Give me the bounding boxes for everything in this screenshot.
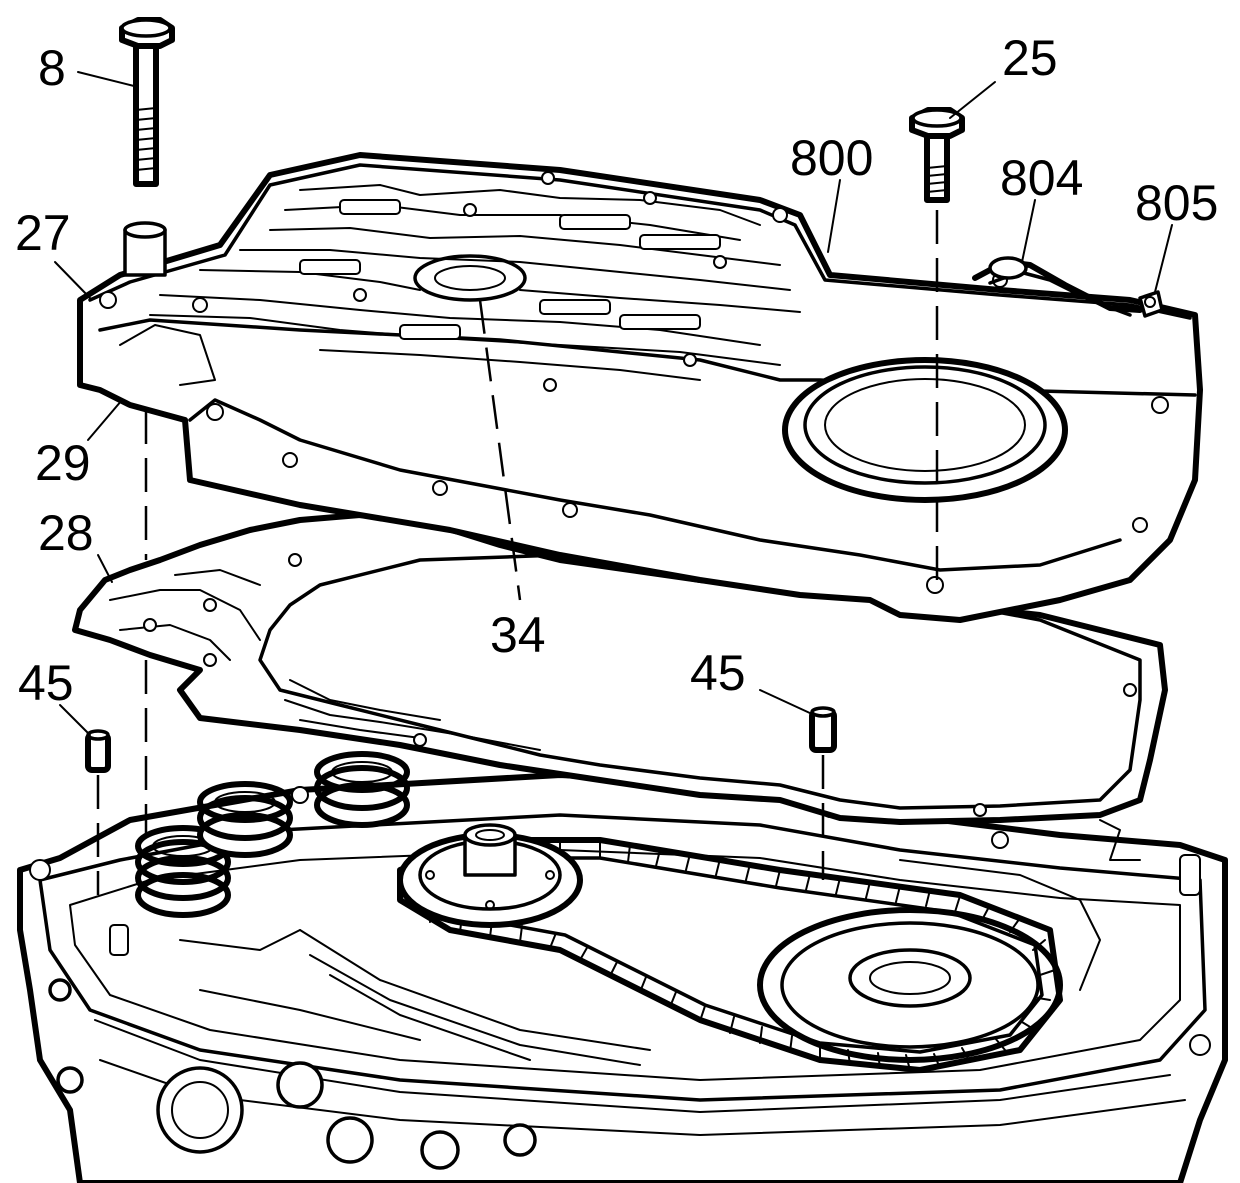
callout-8: 8 (38, 40, 66, 96)
callout-28: 28 (38, 505, 94, 561)
leader-lines (54, 71, 1173, 736)
channel-plate-gasket (72, 512, 1168, 825)
coil-spring-middle (197, 781, 293, 858)
bolt-25 (909, 107, 965, 203)
callout-labels: 8 25 800 804 805 27 29 28 34 45 45 (15, 30, 1218, 711)
callout-804: 804 (1000, 150, 1083, 206)
terminal-805 (1138, 290, 1164, 318)
callout-45-left: 45 (18, 655, 74, 711)
callout-27: 27 (15, 205, 71, 261)
callout-34: 34 (490, 607, 546, 663)
drive-sprocket (757, 907, 1063, 1063)
callout-25: 25 (1002, 30, 1058, 86)
callout-29: 29 (35, 435, 91, 491)
callout-45-right: 45 (690, 645, 746, 701)
wire-harness (972, 256, 1143, 317)
alignment-lines (96, 210, 939, 895)
bolt-8 (119, 17, 175, 187)
coil-spring-front (135, 825, 231, 918)
dowel-pin-right (809, 706, 837, 753)
coil-spring-rear (314, 751, 410, 828)
callout-805: 805 (1135, 175, 1218, 231)
dowel-pin-left (85, 729, 111, 773)
callout-800: 800 (790, 130, 873, 186)
driven-sprocket (397, 823, 583, 928)
valve-body (77, 152, 1203, 623)
